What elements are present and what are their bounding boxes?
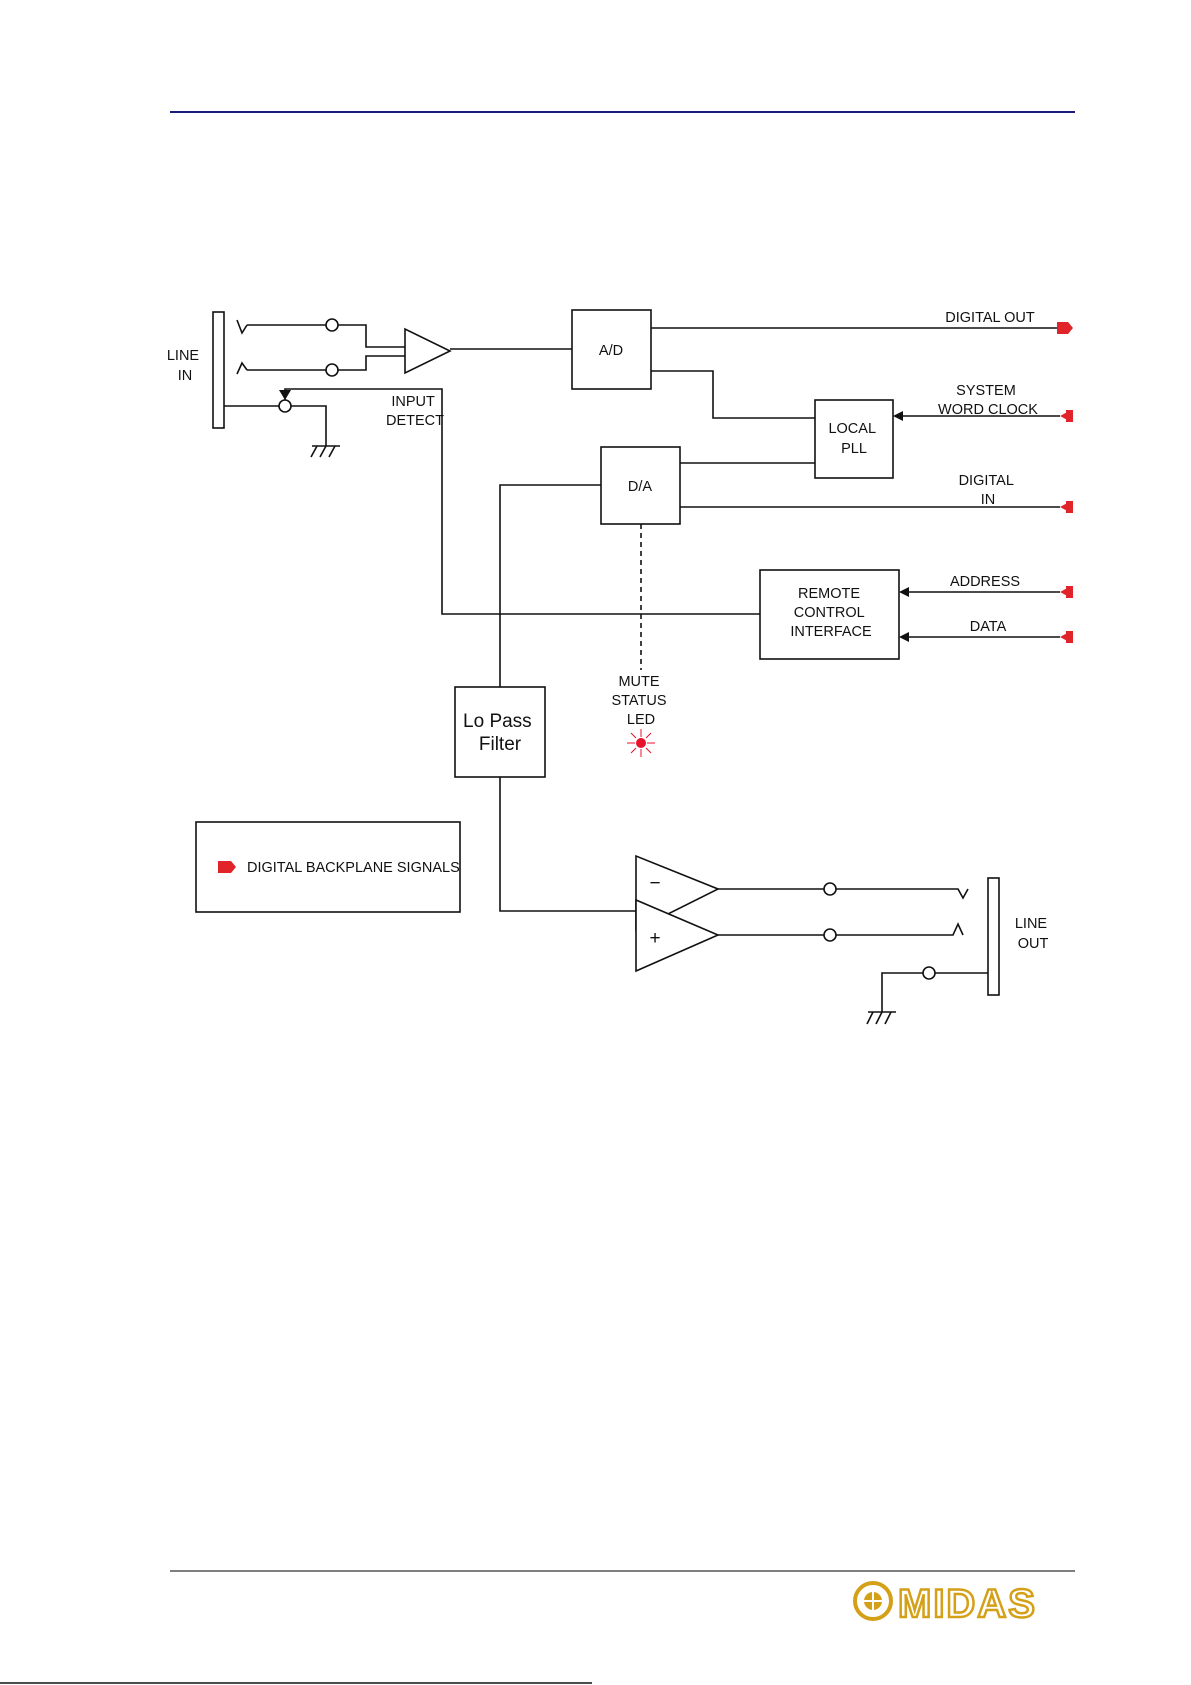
remote-control-interface-label: REMOTE CONTROL INTERFACE xyxy=(790,586,872,640)
digital-out-label: DIGITAL OUT xyxy=(945,310,1035,326)
digital-in-label: DIGITAL IN xyxy=(959,473,1018,508)
mute-status-led-label: MUTE STATUS LED xyxy=(611,674,670,728)
input-detect-terminal xyxy=(279,400,291,412)
legend-label: DIGITAL BACKPLANE SIGNALS xyxy=(247,860,460,876)
svg-text:MIDAS: MIDAS xyxy=(898,1582,1037,1626)
system-word-clock-label: SYSTEM WORD CLOCK xyxy=(938,383,1038,418)
da-to-filter-wire xyxy=(500,485,601,687)
address-connector-body xyxy=(1066,586,1073,598)
input-amplifier xyxy=(405,329,450,373)
da-label: D/A xyxy=(628,479,653,495)
input-detect-arrowhead xyxy=(279,390,291,400)
ground-icon xyxy=(867,1012,896,1024)
line-in-hot-terminal xyxy=(326,319,338,331)
line-out-hot-wire xyxy=(718,889,968,898)
line-in-hot-wire xyxy=(247,325,405,347)
line-out-cold-wire xyxy=(718,924,963,935)
lo-pass-filter-block xyxy=(455,687,545,777)
line-out-ground-wire xyxy=(882,973,988,1012)
data-arrowhead xyxy=(899,632,909,642)
line-out-cold-terminal xyxy=(824,929,836,941)
data-connector-body xyxy=(1066,631,1073,643)
line-out-label: LINE OUT xyxy=(1015,916,1051,952)
word-clock-arrowhead xyxy=(893,411,903,421)
digital-in-connector-body xyxy=(1066,501,1073,513)
amp-plus-sign: + xyxy=(649,928,660,949)
midas-logo: MIDAS xyxy=(855,1582,1037,1626)
ground-icon xyxy=(311,446,340,457)
line-out-hot-terminal xyxy=(824,883,836,895)
word-clock-connector-body xyxy=(1066,410,1073,422)
line-out-ground-terminal xyxy=(923,967,935,979)
input-detect-arrow xyxy=(285,389,760,614)
address-arrowhead xyxy=(899,587,909,597)
output-amp-noninverting xyxy=(636,900,718,971)
input-detect-wire xyxy=(224,406,326,446)
input-detect-label: INPUT DETECT xyxy=(386,394,444,429)
data-label: DATA xyxy=(970,619,1007,635)
line-in-ring-contact xyxy=(237,363,247,374)
ad-label: A/D xyxy=(599,343,623,359)
line-out-jack xyxy=(988,878,999,995)
digital-out-connector-icon xyxy=(1057,322,1073,334)
local-pll-block xyxy=(815,400,893,478)
line-in-label: LINE IN xyxy=(167,348,203,384)
mute-led-icon xyxy=(627,729,655,757)
line-in-cold-terminal xyxy=(326,364,338,376)
address-label: ADDRESS xyxy=(950,574,1020,590)
line-in-tip-contact xyxy=(237,320,247,333)
amp-minus-sign: − xyxy=(649,873,660,894)
line-in-jack xyxy=(213,312,224,428)
ad-to-pll-wire xyxy=(651,371,815,418)
filter-to-output-amp-wire xyxy=(500,777,636,911)
